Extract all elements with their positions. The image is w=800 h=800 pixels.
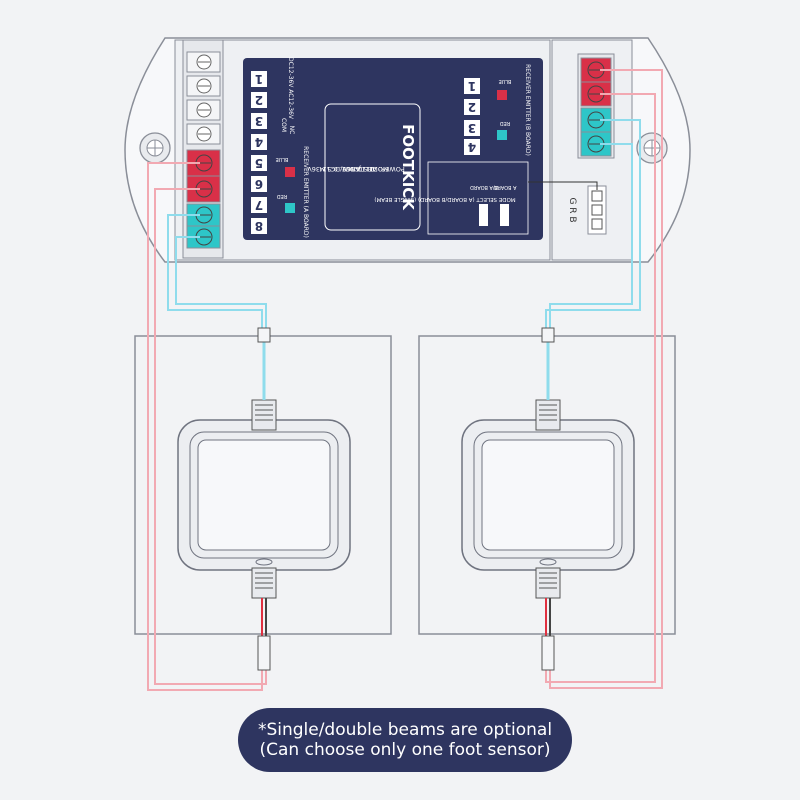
left-red-indicator-label: BLUE [276,156,289,162]
left-wiring [147,162,267,691]
left-cyan-indicator [285,203,295,213]
right-num-3: 3 [468,121,476,135]
term-num-4: 4 [255,135,263,149]
connector-label: G R B [567,197,577,222]
switch-a [500,204,509,226]
optional-note-badge: *Single/double beams are optional (Can c… [238,708,572,772]
right-num-2: 2 [468,100,476,114]
switch-b [479,204,488,226]
left-foot-sensor [177,399,351,599]
mode-select-caption: MODE SELECT (A BOARD/B BOARD) (SINGLE BE… [374,196,515,202]
term-num-7: 7 [255,198,263,212]
right-board-caption: RECEIVER EMITTER (B BOARD) [524,64,531,156]
right-num-4: 4 [468,140,476,154]
right-cyan-indicator [497,130,507,140]
right-foot-sensor [461,399,635,599]
left-number-boxes [251,71,267,234]
term-num-5: 5 [255,156,263,170]
right-red-indicator-label: BLUE [499,78,512,84]
spec-model: MODEL: JD001 [341,165,388,173]
term-num-2: 2 [255,93,263,107]
spec-box [324,103,421,231]
note-line-2: (Can choose only one foot sensor) [259,740,551,760]
note-line-1: *Single/double beams are optional [257,720,553,740]
term-num-1: 1 [255,72,263,86]
left-cyan-indicator-label: RED [277,193,288,199]
left-board-caption: RECEIVER EMITTER (A BOARD) [302,146,309,238]
left-wire-connectors [257,327,271,671]
nc-label: NC [288,126,295,135]
right-wire-connectors [541,327,555,671]
dc-power-label: DC12-36V AC12-36V [287,57,294,120]
spec-power: POWER: AC 12-36V/DC12-36V [307,165,405,173]
left-terminal-block [182,39,224,259]
left-mount-hole [139,132,171,164]
right-cyan-indicator-label: RED [500,120,511,126]
switch-leader-line [528,181,598,190]
right-number-boxes [464,78,480,155]
spec-distance: DISTANCE: 0-5 M [319,165,374,173]
com-label: COM [280,118,287,132]
switch-b-label: B/A BOARD [470,184,498,190]
left-red-indicator [285,167,295,177]
term-num-8: 8 [255,219,263,233]
right-red-indicator [497,90,507,100]
term-num-3: 3 [255,114,263,128]
brand-label: FOOTKICK [399,124,417,211]
term-num-6: 6 [255,177,263,191]
switch-a-label: A BOARD [493,184,516,190]
mode-select-box [427,161,529,235]
three-pin-connector [587,185,607,235]
right-mount-hole [636,132,668,164]
right-wiring [545,69,663,689]
right-num-1: 1 [468,79,476,93]
